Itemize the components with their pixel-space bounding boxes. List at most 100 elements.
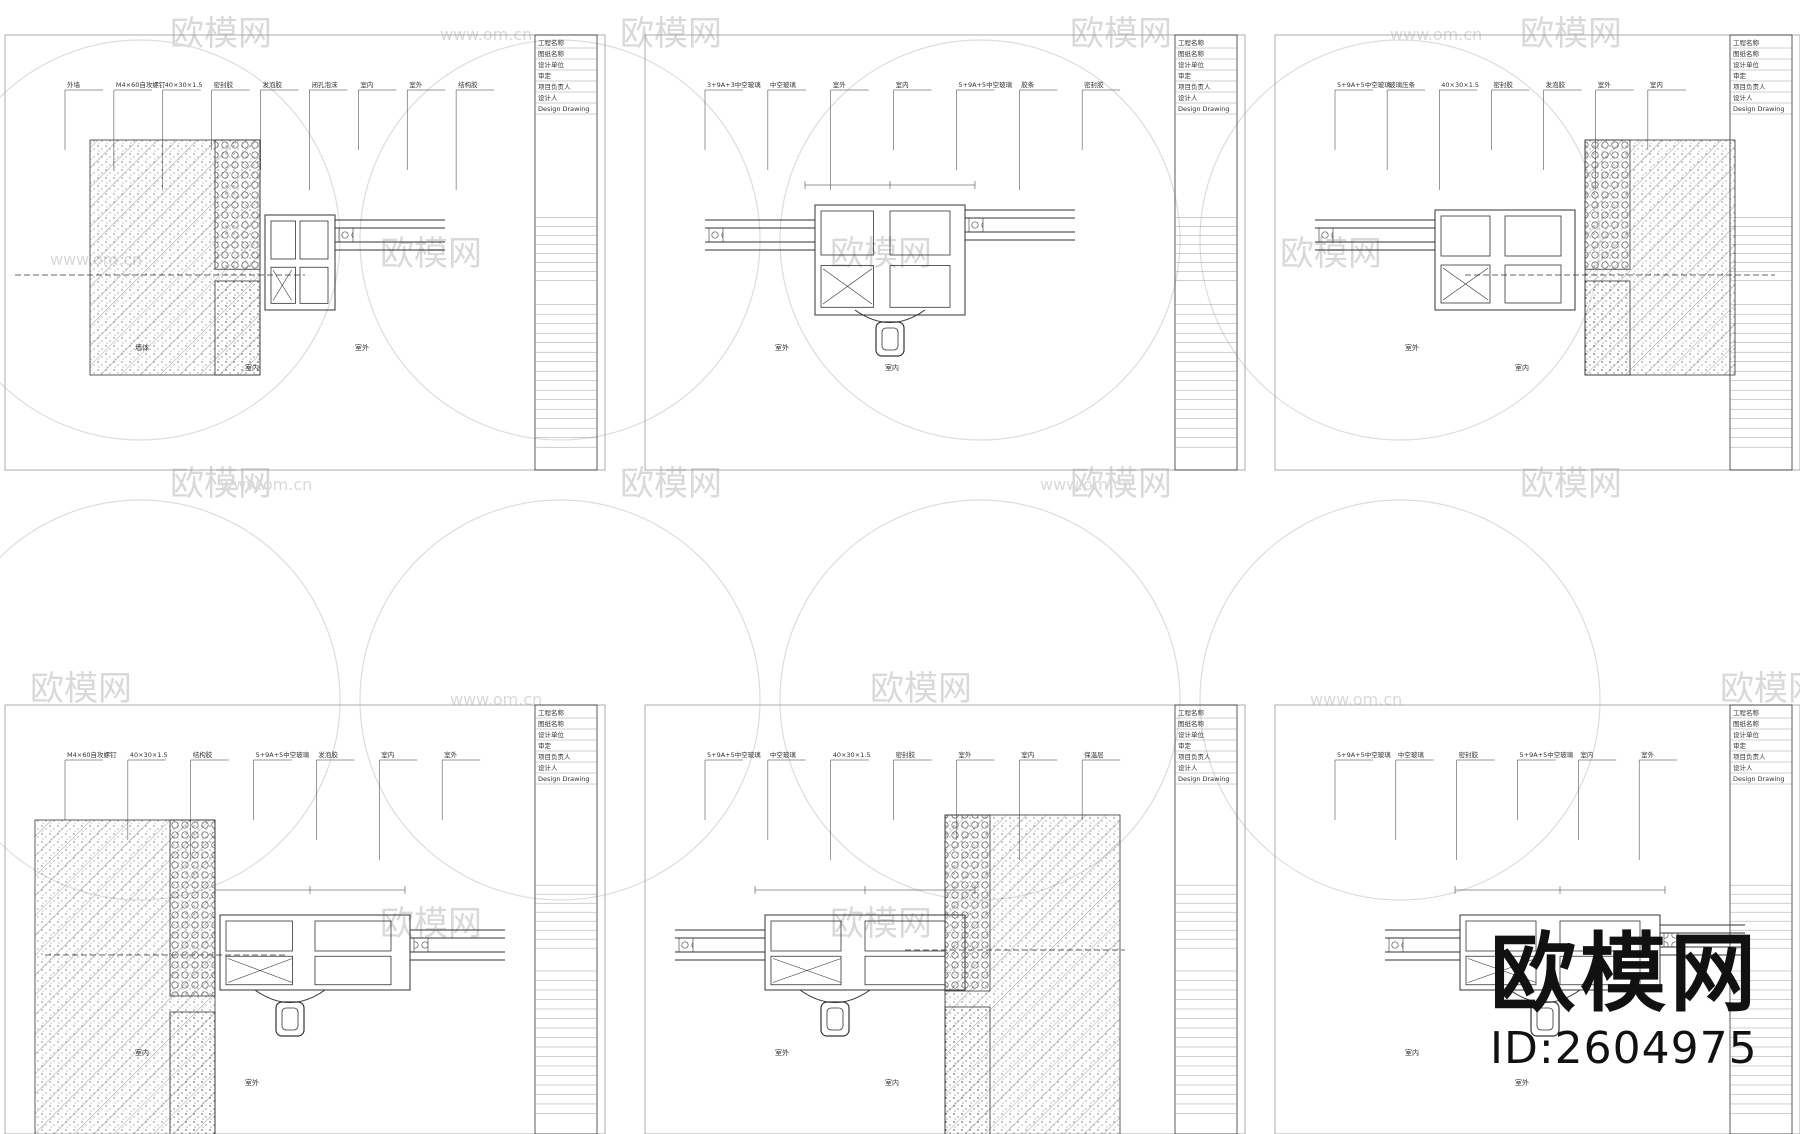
room-note: 室外 <box>1515 1078 1529 1087</box>
callout-label: 密封胶 <box>1084 80 1104 89</box>
title-block-text: Design Drawing <box>1178 105 1230 113</box>
title-block-text: 设计人 <box>538 763 558 772</box>
profile-chamber <box>270 266 296 304</box>
watermark-logo: 欧模网 <box>30 669 132 709</box>
watermark-logo: 欧模网 <box>1720 669 1800 709</box>
room-note: 室内 <box>885 1078 899 1087</box>
title-block-text: 审定 <box>1733 741 1747 750</box>
callout-label: 40×30×1.5 <box>1441 81 1479 89</box>
watermark-logo: 欧模网 <box>620 464 722 504</box>
sheet-frame <box>1274 34 1800 471</box>
title-block-text: 工程名称 <box>1178 708 1205 717</box>
title-block-text: 图纸名称 <box>1733 719 1760 728</box>
callout-label: 室内 <box>381 750 394 759</box>
title-block-text: Design Drawing <box>1733 105 1785 113</box>
title-block-text: 工程名称 <box>538 708 565 717</box>
profile-chamber <box>314 955 392 986</box>
watermark-logo: 欧模网 <box>380 904 482 944</box>
callout-label: 发泡胶 <box>1546 80 1566 89</box>
filler-strip <box>214 280 261 376</box>
watermark-logo: 欧模网 <box>620 14 722 54</box>
profile-chamber <box>889 210 951 256</box>
profile-chamber <box>820 210 874 256</box>
callout-label: 胶条 <box>1021 80 1034 89</box>
handle-body <box>820 1001 850 1037</box>
callout-label: 密封胶 <box>896 750 916 759</box>
watermark-circle <box>359 39 761 441</box>
profile-cross <box>822 268 873 305</box>
handle-grip <box>281 1007 299 1031</box>
watermark-circle <box>1199 39 1601 441</box>
watermark-url: www.om.cn <box>450 690 542 709</box>
callout-label: 室内 <box>1580 750 1593 759</box>
title-block-text: 设计单位 <box>1178 60 1205 69</box>
title-block-text: Design Drawing <box>538 775 590 783</box>
title-block-text: Design Drawing <box>1733 775 1785 783</box>
profile-chamber <box>1465 955 1537 986</box>
callout-label: 40×30×1.5 <box>130 751 168 759</box>
title-block-text: 项目负责人 <box>538 752 571 761</box>
title-block-text: 设计单位 <box>1178 730 1205 739</box>
title-block-text: 设计人 <box>1733 93 1753 102</box>
profile-chamber <box>770 920 842 952</box>
title-block-text: 设计人 <box>1178 93 1198 102</box>
watermark-logo: 欧模网 <box>870 669 972 709</box>
callout-label: M4×60自攻螺钉 <box>67 750 117 759</box>
title-block <box>534 34 598 471</box>
profile-chamber <box>1440 215 1491 257</box>
callout-label: 室内 <box>360 80 373 89</box>
callout-label: 室外 <box>958 750 972 759</box>
brand-id: ID:2604975 <box>1490 1023 1758 1074</box>
profile-chamber <box>889 265 951 308</box>
callout-label: 室内 <box>896 80 909 89</box>
title-block-text: 工程名称 <box>1178 38 1205 47</box>
handle-grip <box>881 327 899 351</box>
insulation-strip <box>944 814 991 992</box>
watermark-logo: 欧模网 <box>1070 464 1172 504</box>
watermark-url: www.om.cn <box>220 475 312 494</box>
sheet-frame <box>644 34 1246 471</box>
watermark-logo: 欧模网 <box>380 234 482 274</box>
callout-label: 3+9A+3中空玻璃 <box>707 80 761 89</box>
profile-cross <box>1442 267 1489 301</box>
callout-label: 室外 <box>1598 80 1612 89</box>
room-note: 室内 <box>135 1048 149 1057</box>
watermark-layer: 欧模网欧模网欧模网欧模网欧模网欧模网欧模网欧模网欧模网欧模网欧模网欧模网欧模网欧… <box>0 14 1800 944</box>
watermark-circle <box>1199 499 1601 901</box>
profile-chamber <box>1559 955 1641 986</box>
handle-body <box>875 321 905 357</box>
handle-curve <box>854 309 926 323</box>
callout-label: 5+9A+5中空玻璃 <box>1337 750 1391 759</box>
profile-chamber <box>820 265 874 308</box>
watermark-circle <box>359 499 761 901</box>
sheet-frame <box>644 704 1246 1134</box>
sheet-frame <box>1274 704 1800 1134</box>
watermark-url: www.om.cn <box>1390 25 1482 44</box>
insulation-strip <box>214 139 261 270</box>
title-block-text: 审定 <box>538 71 552 80</box>
filler-strip <box>944 1006 991 1134</box>
handle-curve <box>254 989 326 1003</box>
profile-chamber <box>864 955 946 986</box>
title-block-text: Design Drawing <box>1178 775 1230 783</box>
handle-curve <box>799 989 871 1003</box>
title-block-text: 图纸名称 <box>1733 49 1760 58</box>
handle-body <box>1530 1001 1560 1037</box>
title-block-text: 审定 <box>1178 741 1192 750</box>
title-block-text: 工程名称 <box>1733 708 1760 717</box>
handle-grip <box>1536 1007 1554 1031</box>
sheet-frame <box>4 704 606 1134</box>
room-note: 室外 <box>1405 343 1419 352</box>
watermark-logo: 欧模网 <box>1520 464 1622 504</box>
sheet-frame <box>4 34 606 471</box>
room-note: 室内 <box>885 363 899 372</box>
brand-watermark: 欧模网 ID:2604975 <box>1490 931 1760 1074</box>
callout-label: 发泡胶 <box>263 80 283 89</box>
title-block-text: 设计单位 <box>1733 60 1760 69</box>
